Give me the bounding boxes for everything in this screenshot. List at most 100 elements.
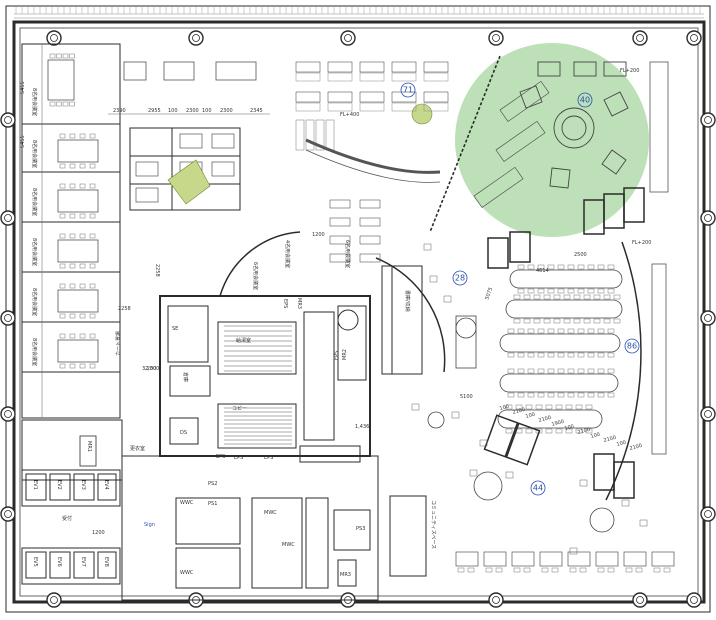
mr1-block bbox=[21, 419, 123, 481]
chair bbox=[69, 313, 76, 319]
desk bbox=[329, 199, 351, 209]
ev-label: EV3 bbox=[80, 480, 86, 490]
ev-label: EV8 bbox=[103, 557, 109, 567]
chair bbox=[89, 363, 96, 369]
level-label: FL+200 bbox=[632, 240, 651, 246]
chair bbox=[597, 288, 605, 294]
table bbox=[455, 551, 479, 567]
chair bbox=[565, 404, 573, 410]
chair bbox=[69, 183, 76, 189]
dimension-label: 5100 bbox=[460, 394, 473, 400]
dimension-label: 2100 bbox=[629, 443, 643, 452]
chair bbox=[505, 428, 513, 434]
chair bbox=[505, 471, 514, 479]
table bbox=[511, 551, 535, 567]
capacity-badge: 44 bbox=[533, 484, 543, 493]
desk bbox=[359, 91, 385, 103]
curved-desk-arc bbox=[305, 138, 441, 174]
chair bbox=[603, 294, 611, 300]
chair bbox=[507, 328, 515, 334]
chair bbox=[69, 363, 76, 369]
dimension-label: 100 bbox=[590, 432, 601, 440]
column-core bbox=[344, 34, 352, 42]
chair bbox=[59, 263, 66, 269]
chair bbox=[423, 243, 432, 251]
dimension-label: 2100 bbox=[603, 435, 617, 444]
table bbox=[483, 551, 507, 567]
desk-chairs bbox=[391, 72, 417, 82]
dimension-label: 4614 bbox=[536, 268, 549, 274]
chair bbox=[56, 53, 62, 59]
chair bbox=[69, 53, 75, 59]
column-core bbox=[50, 34, 58, 42]
chair bbox=[533, 294, 541, 300]
chair bbox=[517, 368, 525, 374]
chair bbox=[587, 288, 595, 294]
dimension-label: 2500 bbox=[574, 252, 587, 258]
column-core bbox=[704, 214, 712, 222]
chair bbox=[597, 352, 605, 358]
chair bbox=[547, 368, 555, 374]
east-cabinets bbox=[649, 61, 669, 455]
desk bbox=[327, 91, 353, 103]
chair bbox=[585, 428, 593, 434]
mr3-label: MR3 bbox=[296, 298, 302, 309]
chair bbox=[411, 403, 420, 411]
chair bbox=[59, 313, 66, 319]
eps-label: EPS bbox=[234, 455, 243, 461]
chair bbox=[555, 428, 563, 434]
tea-label: 給湯室 bbox=[236, 337, 251, 344]
chair bbox=[555, 404, 563, 410]
desk-chairs bbox=[423, 72, 449, 82]
chair bbox=[557, 392, 565, 398]
chair bbox=[547, 328, 555, 334]
ds-label: DS bbox=[180, 430, 187, 436]
chair bbox=[535, 404, 543, 410]
chair bbox=[495, 567, 503, 573]
ev-label: EV5 bbox=[32, 557, 38, 567]
desk bbox=[329, 253, 351, 263]
mr1-label: MR1 bbox=[86, 441, 92, 452]
chair bbox=[527, 288, 535, 294]
chair bbox=[567, 352, 575, 358]
desk bbox=[327, 61, 353, 73]
column bbox=[0, 506, 16, 522]
ps-label: PS3 bbox=[356, 526, 365, 532]
table bbox=[595, 551, 619, 567]
chair bbox=[79, 213, 86, 219]
column bbox=[488, 592, 504, 608]
eps-label: EPS bbox=[264, 455, 273, 461]
chair bbox=[575, 428, 583, 434]
chair bbox=[89, 263, 96, 269]
chair bbox=[479, 439, 488, 447]
dimension-label: 2300 bbox=[220, 108, 233, 114]
chair bbox=[517, 328, 525, 334]
dimension-label: 2345 bbox=[250, 108, 263, 114]
chair bbox=[89, 233, 96, 239]
dimension-label: 2390 bbox=[113, 108, 126, 114]
column-core bbox=[704, 510, 712, 518]
table bbox=[57, 189, 99, 213]
chair bbox=[69, 133, 76, 139]
chair bbox=[607, 368, 615, 374]
column bbox=[188, 30, 204, 46]
column-core bbox=[492, 596, 500, 604]
table bbox=[135, 161, 159, 177]
chair bbox=[62, 101, 69, 107]
table bbox=[57, 139, 99, 163]
chair bbox=[607, 567, 615, 573]
chair bbox=[89, 163, 96, 169]
chair bbox=[607, 288, 615, 294]
chair bbox=[565, 428, 573, 434]
desk bbox=[391, 91, 417, 103]
desk-block bbox=[315, 119, 325, 151]
desk-chairs bbox=[295, 72, 321, 82]
sign-label: Sign bbox=[144, 522, 155, 528]
chair bbox=[507, 368, 515, 374]
column bbox=[686, 592, 702, 608]
chair bbox=[507, 352, 515, 358]
dimension-label: 2955 bbox=[148, 108, 161, 114]
wwc-label: WWC bbox=[180, 570, 194, 576]
chair bbox=[515, 404, 523, 410]
